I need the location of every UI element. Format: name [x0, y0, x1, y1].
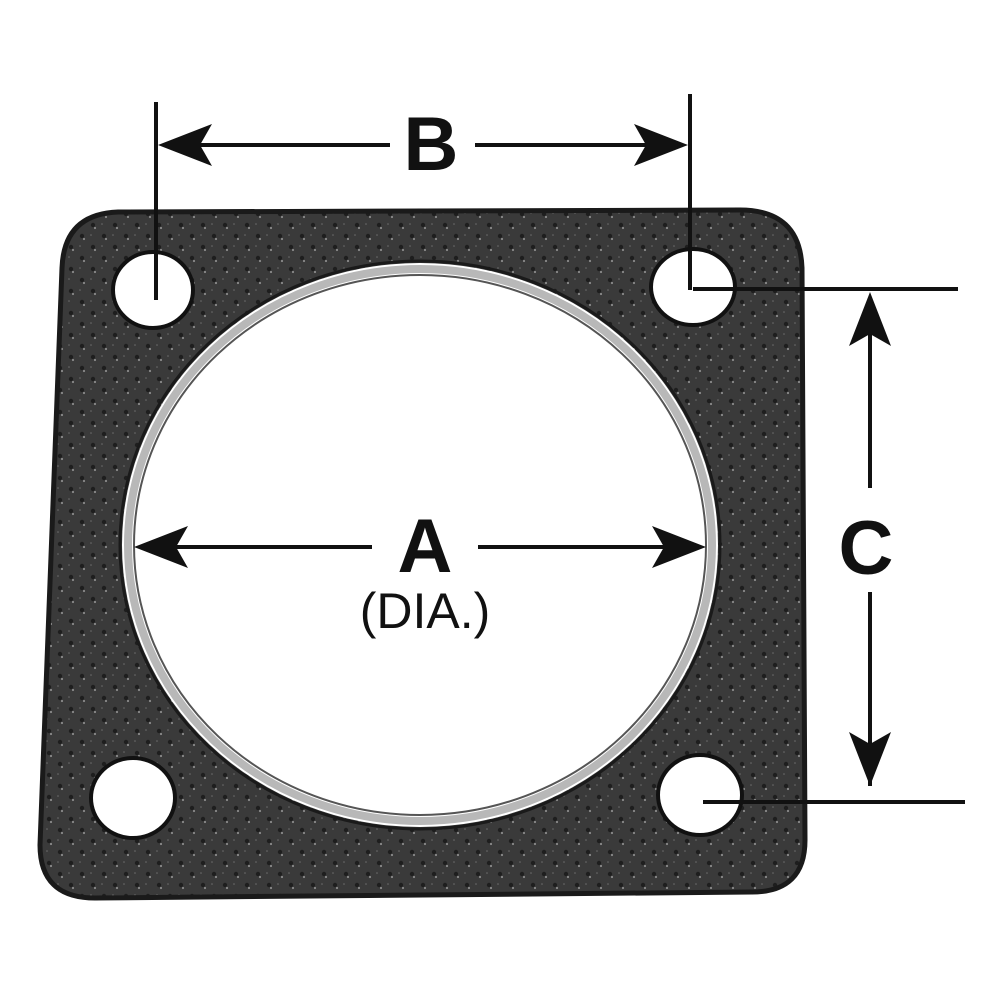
dimension-label-c: C [839, 506, 894, 591]
dimension-label-b: B [404, 102, 459, 187]
bore-inner-ring [124, 265, 716, 825]
bore-edge [133, 274, 707, 816]
arrowhead-a-right [652, 526, 706, 568]
arrowhead-a-left [134, 526, 188, 568]
dimension-label-a-dia: (DIA.) [360, 583, 491, 639]
arrowhead-b-right [634, 124, 688, 166]
dimension-label-a: A [398, 504, 453, 589]
dimension-b: B [154, 94, 692, 300]
gasket-plate [37, 207, 808, 901]
dimension-c: C [693, 287, 965, 804]
bore-ring [118, 259, 722, 831]
bolt-hole-bottom-right [656, 753, 744, 837]
arrowhead-c-top [849, 292, 891, 346]
arrowhead-b-left [158, 124, 212, 166]
dimension-a: A (DIA.) [134, 504, 706, 639]
arrowhead-c-bottom [849, 732, 891, 786]
bolt-hole-bottom-left [89, 756, 177, 840]
bolt-hole-top-left [111, 250, 195, 330]
